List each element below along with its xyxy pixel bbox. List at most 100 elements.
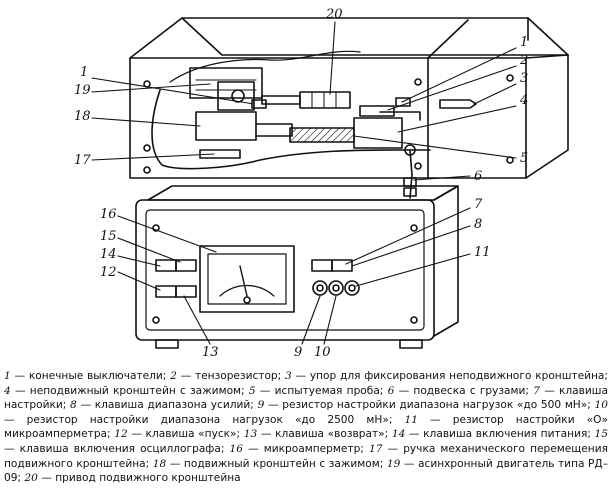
- caption-item: 19 — асинхронный двигатель типа РД–09;: [4, 458, 608, 485]
- resistor-500: [312, 280, 328, 296]
- caption-text: — резистор настройки «О» микроамперметра…: [4, 413, 608, 441]
- caption-num: 14: [391, 428, 406, 441]
- caption-num: 1: [4, 370, 11, 382]
- callout-20: 20: [325, 7, 343, 22]
- caption-num: 7: [533, 384, 540, 397]
- foot: [155, 339, 179, 349]
- caption-item: 18 — подвижный кронштейн с зажимом;: [153, 458, 387, 470]
- callout-16: 16: [100, 207, 117, 222]
- upper-unit: [129, 17, 569, 199]
- resistor-2500: [328, 280, 344, 296]
- caption-text: — клавиша «возврат»;: [257, 428, 392, 441]
- caption-text: — испытуемая проба;: [255, 384, 388, 397]
- caption-num: 3: [284, 370, 292, 382]
- caption-item: 3 — упор для фиксирования неподвижного к…: [285, 370, 608, 382]
- caption-text: — неподвижный кронштейн с зажимом;: [10, 384, 249, 397]
- foot: [399, 339, 423, 349]
- callout-9: 9: [294, 345, 302, 360]
- callout-18: 18: [74, 109, 91, 124]
- caption-text: — клавиша «пуск»;: [127, 428, 244, 441]
- movable-bracket: [195, 111, 257, 141]
- caption-num: 10: [594, 399, 608, 412]
- caption-item: 9 — резистор настройки диапазона нагрузо…: [258, 399, 595, 411]
- caption-text: — подвеска с грузами;: [394, 384, 534, 397]
- caption-item: 10 — резистор настройки диапазона нагруз…: [4, 399, 608, 426]
- caption-item: 8 — клавиша диапазона усилий;: [70, 399, 258, 411]
- caption-text: — ручка механического перемещения подвиж…: [4, 442, 608, 470]
- handle: [199, 149, 241, 159]
- caption-num: 4: [4, 384, 11, 397]
- specimen: [289, 127, 355, 143]
- lower-unit: [135, 185, 459, 349]
- figure-caption: 1 — конечные выключатели; 2 — тензорезис…: [4, 369, 608, 486]
- screw-icon: [143, 166, 151, 174]
- callout-17: 17: [74, 153, 91, 168]
- key-setup: [311, 259, 333, 272]
- callout-8: 8: [474, 217, 482, 232]
- callout-12: 12: [100, 265, 117, 280]
- microammeter: [199, 245, 295, 313]
- upper-top-face: [181, 17, 569, 56]
- apparatus-diagram: 20 1 2 3 4 5 6 7 8 11 9 10 1 19 18 17 16…: [74, 7, 569, 360]
- callout-15: 15: [100, 229, 117, 244]
- caption-num: 6: [387, 384, 395, 397]
- stop-bolt: [439, 99, 477, 109]
- caption-item: 7 — клавиша настройки;: [4, 385, 608, 412]
- callout-7: 7: [474, 197, 483, 212]
- caption-item: 13 — клавиша «возврат»;: [244, 428, 392, 440]
- caption-text: — клавиша диапазона усилий;: [76, 399, 258, 412]
- callout-6: 6: [474, 169, 482, 184]
- caption-num: 8: [70, 399, 77, 412]
- drive-housing: [299, 91, 351, 109]
- caption-item: 2 — тензорезистор;: [170, 370, 285, 382]
- caption-num: 15: [594, 428, 609, 441]
- caption-text: — асинхронный двигатель типа РД–09;: [4, 457, 608, 485]
- caption-item: 15 — клавиша включения осциллографа;: [4, 428, 608, 455]
- callout-4: 4: [519, 93, 528, 108]
- key-oscilloscope: [175, 259, 197, 272]
- caption-num: 18: [152, 457, 167, 470]
- callout-14: 14: [100, 247, 117, 262]
- caption-text: — привод подвижного кронштейна: [37, 472, 241, 485]
- caption-text: — микроамперметр;: [243, 442, 369, 455]
- callout-10: 10: [314, 345, 331, 360]
- caption-item: 1 — конечные выключатели;: [4, 370, 170, 382]
- callout-5: 5: [520, 151, 528, 166]
- caption-num: 19: [386, 457, 401, 470]
- caption-item: 17 — ручка механического перемещения под…: [4, 443, 608, 470]
- callout-19: 19: [74, 83, 91, 98]
- upper-right-side: [525, 17, 569, 179]
- screw-icon: [410, 224, 418, 232]
- caption-text: — тензорезистор;: [176, 370, 285, 382]
- caption-num: 16: [229, 442, 243, 455]
- motor: [189, 67, 263, 99]
- fixed-bracket: [353, 117, 403, 149]
- cutaway-contour: [151, 89, 431, 170]
- resistor-zero: [344, 280, 360, 296]
- caption-text: — подвижный кронштейн с зажимом;: [166, 457, 387, 470]
- caption-num: 11: [404, 413, 418, 426]
- caption-num: 5: [248, 384, 256, 397]
- leader-lines: [91, 21, 517, 345]
- callout-2: 2: [519, 53, 528, 68]
- key-range: [331, 259, 353, 272]
- caption-item: 12 — клавиша «пуск»;: [114, 428, 244, 440]
- caption-num: 20: [24, 472, 38, 485]
- callout-11: 11: [474, 245, 491, 260]
- caption-num: 13: [243, 428, 258, 441]
- caption-item: 5 — испытуемая проба;: [249, 385, 388, 397]
- caption-text: — клавиша включения питания;: [405, 428, 595, 441]
- screw-icon: [506, 74, 514, 82]
- caption-num: 2: [170, 370, 177, 382]
- lower-right-side: [433, 185, 459, 337]
- screw-icon: [152, 224, 160, 232]
- caption-num: 12: [114, 428, 128, 441]
- key-return: [175, 285, 197, 298]
- drive-shaft: [261, 95, 301, 105]
- caption-text: — резистор настройки диапазона нагрузок …: [4, 413, 405, 426]
- caption-item: 4 — неподвижный кронштейн с зажимом;: [4, 385, 249, 397]
- caption-item: 14 — клавиша включения питания;: [392, 428, 595, 440]
- caption-item: 16 — микроамперметр;: [230, 443, 369, 455]
- screw-icon: [152, 316, 160, 324]
- caption-item: 6 — подвеска с грузами;: [388, 385, 534, 397]
